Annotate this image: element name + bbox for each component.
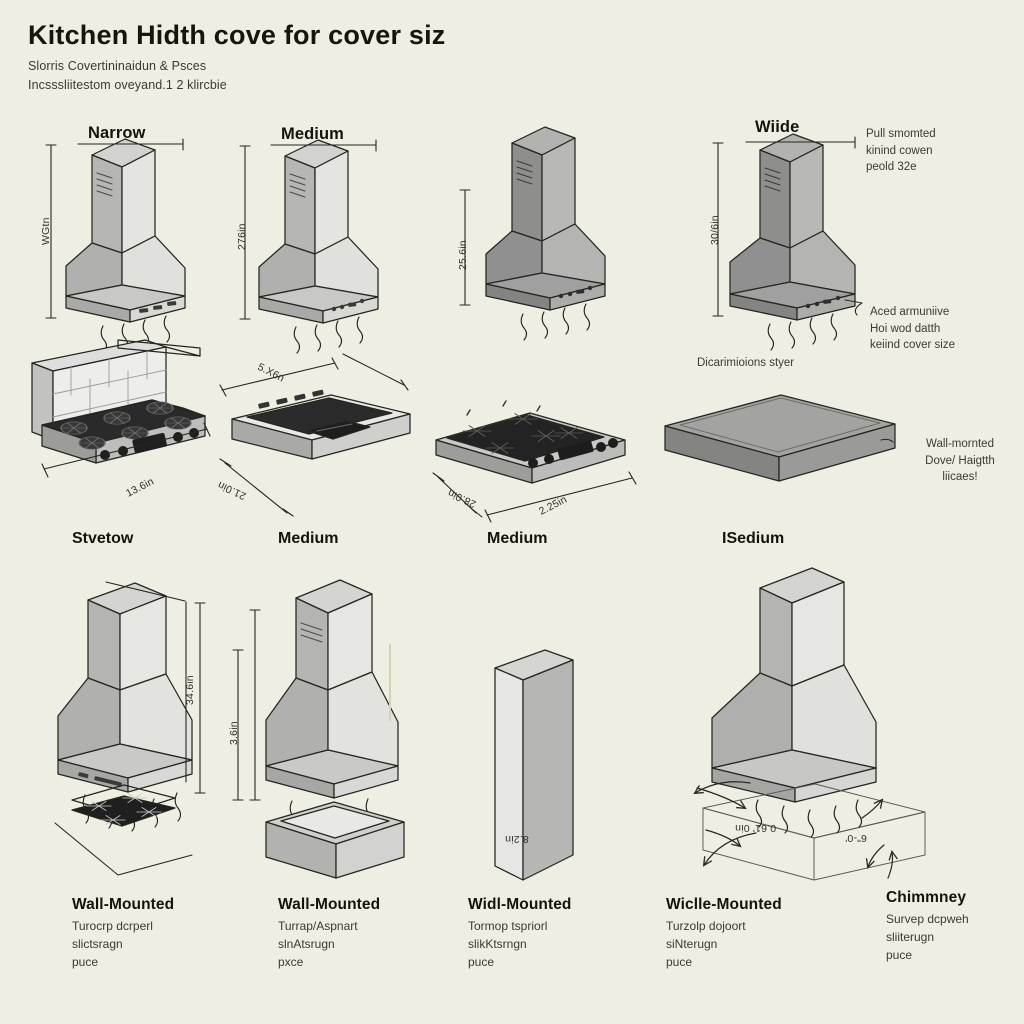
note-wall-mounted-height-line-3: liicaes! (942, 471, 978, 484)
dim-floor-right: 6"-0' (845, 832, 867, 844)
bottom-caption-3-body: Tormop tspriorl slikKtsrngn puce (468, 917, 678, 971)
bottom-caption-4-line-1: Turzolp dojoort (666, 919, 746, 933)
cooktop-label-medium-gas: Medium (487, 530, 548, 547)
dim-range-front: 13.6in (124, 475, 157, 500)
hood-wide (712, 133, 856, 351)
hood-narrow (45, 138, 186, 353)
page-subtitle: Slorris Covertininaidun & Psces Incsssli… (28, 57, 668, 96)
dim-gas-front: 2.25in (537, 493, 570, 518)
hood-over-box (232, 579, 405, 879)
dim-dark-height: 25.6in (457, 240, 469, 270)
bottom-caption-2-line-1: Turrap/Aspnart (278, 919, 358, 933)
dim-bottom-hood-1-height: 34.6in (184, 675, 196, 705)
note-hood-mounting-line-1: Pull smomted (866, 128, 936, 140)
dim-electric-side: 5.X6n (255, 361, 287, 385)
hood-label-wide: Wiide (755, 118, 800, 136)
dim-floor-left: 0.61' 0in (735, 822, 777, 834)
dim-medium-height: 276in (236, 223, 248, 250)
note-hood-cover-size-line-3: keiind cover size (870, 339, 956, 352)
hood-label-medium: Medium (281, 125, 344, 143)
note-hood-cover-size-line-1: Aced armuniive (870, 306, 950, 318)
bottom-caption-3: Widl-Mounted Tormop tspriorl slikKtsrngn… (468, 896, 678, 971)
bottom-caption-1-title: Wall-Mounted (72, 896, 175, 913)
bottom-caption-4-line-2: siNterugn (666, 937, 718, 951)
bottom-caption-5-line-2: sliiterugn (886, 930, 935, 944)
bottom-caption-5-title: Chimmney (886, 889, 967, 906)
hood-unlabeled-dark (459, 126, 606, 341)
bottom-caption-1-line-3: puce (72, 955, 99, 969)
bottom-caption-2: Wall-Mounted Turrap/Aspnart slnAtsrugn p… (278, 896, 488, 971)
dim-narrow-height: WGtn (40, 217, 52, 245)
bottom-caption-4-line-3: puce (666, 955, 693, 969)
dim-gas-depth: 28.0in (445, 486, 479, 510)
hood-medium (239, 139, 379, 354)
bottom-caption-5-line-3: puce (886, 948, 913, 962)
chimney-hood-with-arrows (693, 567, 926, 881)
dim-wide-height: 30/6in (709, 215, 721, 245)
note-wall-mounted-height-line-1: Wall-mornted (926, 438, 994, 450)
bottom-caption-2-title: Wall-Mounted (278, 896, 381, 913)
cooktop-label-medium-electric: Medium (278, 530, 339, 547)
electric-cooktop (219, 353, 411, 517)
note-wall-mounted-height-line-2: Dove/ Haigtth (925, 454, 995, 467)
griddle-plate (664, 394, 896, 482)
dim-flat-panel: 8.2in (505, 833, 529, 845)
bottom-caption-2-line-3: pxce (278, 955, 304, 969)
note-dimensions-styles: Dicarimioions styer (697, 357, 795, 369)
page-title: Kitchen Hidth cove for cover siz (28, 20, 446, 50)
bottom-caption-1-line-1: Turocrp dcrperl (72, 919, 153, 933)
header: Kitchen Hidth cove for cover siz Slorris… (28, 20, 668, 96)
note-wall-mounted-height: Wall-mornted Dove/ Haigtth liicaes! (900, 436, 1020, 486)
note-hood-mounting-line-2: kinind cowen (866, 144, 933, 157)
hood-over-cooktop (54, 581, 206, 876)
note-hood-mounting: Pull smomted kinind cowen peold 32e (866, 126, 936, 176)
bottom-caption-4-body: Turzolp dojoort siNterugn puce (666, 917, 876, 971)
page-subtitle-line-2: Incsssliitestom oveyand.1 2 klircbie (28, 78, 227, 93)
dim-electric-depth: 21.0in (215, 478, 249, 502)
cooktop-label-isedium: ISedium (722, 530, 785, 547)
hood-label-narrow: Narrow (88, 124, 146, 142)
bottom-caption-2-body: Turrap/Aspnart slnAtsrugn pxce (278, 917, 488, 971)
flat-panel (494, 649, 574, 881)
note-hood-cover-size: Aced armuniive Hoi wod datth keiind cove… (870, 304, 955, 354)
range-with-backsplash (31, 339, 211, 478)
bottom-caption-5-line-1: Survep dcpweh (886, 912, 969, 926)
note-hood-cover-size-line-2: Hoi wod datth (870, 322, 941, 335)
bottom-caption-3-line-1: Tormop tspriorl (468, 919, 548, 933)
bottom-caption-3-title: Widl-Mounted (468, 896, 572, 913)
bottom-caption-1: Wall-Mounted Turocrp dcrperl slictsragn … (72, 896, 282, 971)
bottom-caption-1-line-2: slictsragn (72, 937, 123, 951)
dim-bottom-hood-2-height: 3.6in (228, 721, 240, 745)
note-hood-mounting-line-3: peold 32e (866, 161, 917, 174)
bottom-caption-4-title: Wiclle-Mounted (666, 896, 782, 913)
bottom-caption-1-body: Turocrp dcrperl slictsragn puce (72, 917, 282, 971)
bottom-caption-3-line-3: puce (468, 955, 495, 969)
cooktop-label-stovetop: Stvetow (72, 530, 134, 547)
bottom-caption-5-body: Survep dcpweh sliiterugn puce (886, 910, 1024, 964)
page-subtitle-line-1: Slorris Covertininaidun & Psces (28, 58, 207, 73)
bottom-caption-4: Wiclle-Mounted Turzolp dojoort siNterugn… (666, 896, 876, 971)
bottom-caption-2-line-2: slnAtsrugn (278, 937, 335, 951)
bottom-caption-5: Chimmney Survep dcpweh sliiterugn puce (886, 889, 1024, 964)
bottom-caption-3-line-2: slikKtsrngn (468, 937, 527, 951)
